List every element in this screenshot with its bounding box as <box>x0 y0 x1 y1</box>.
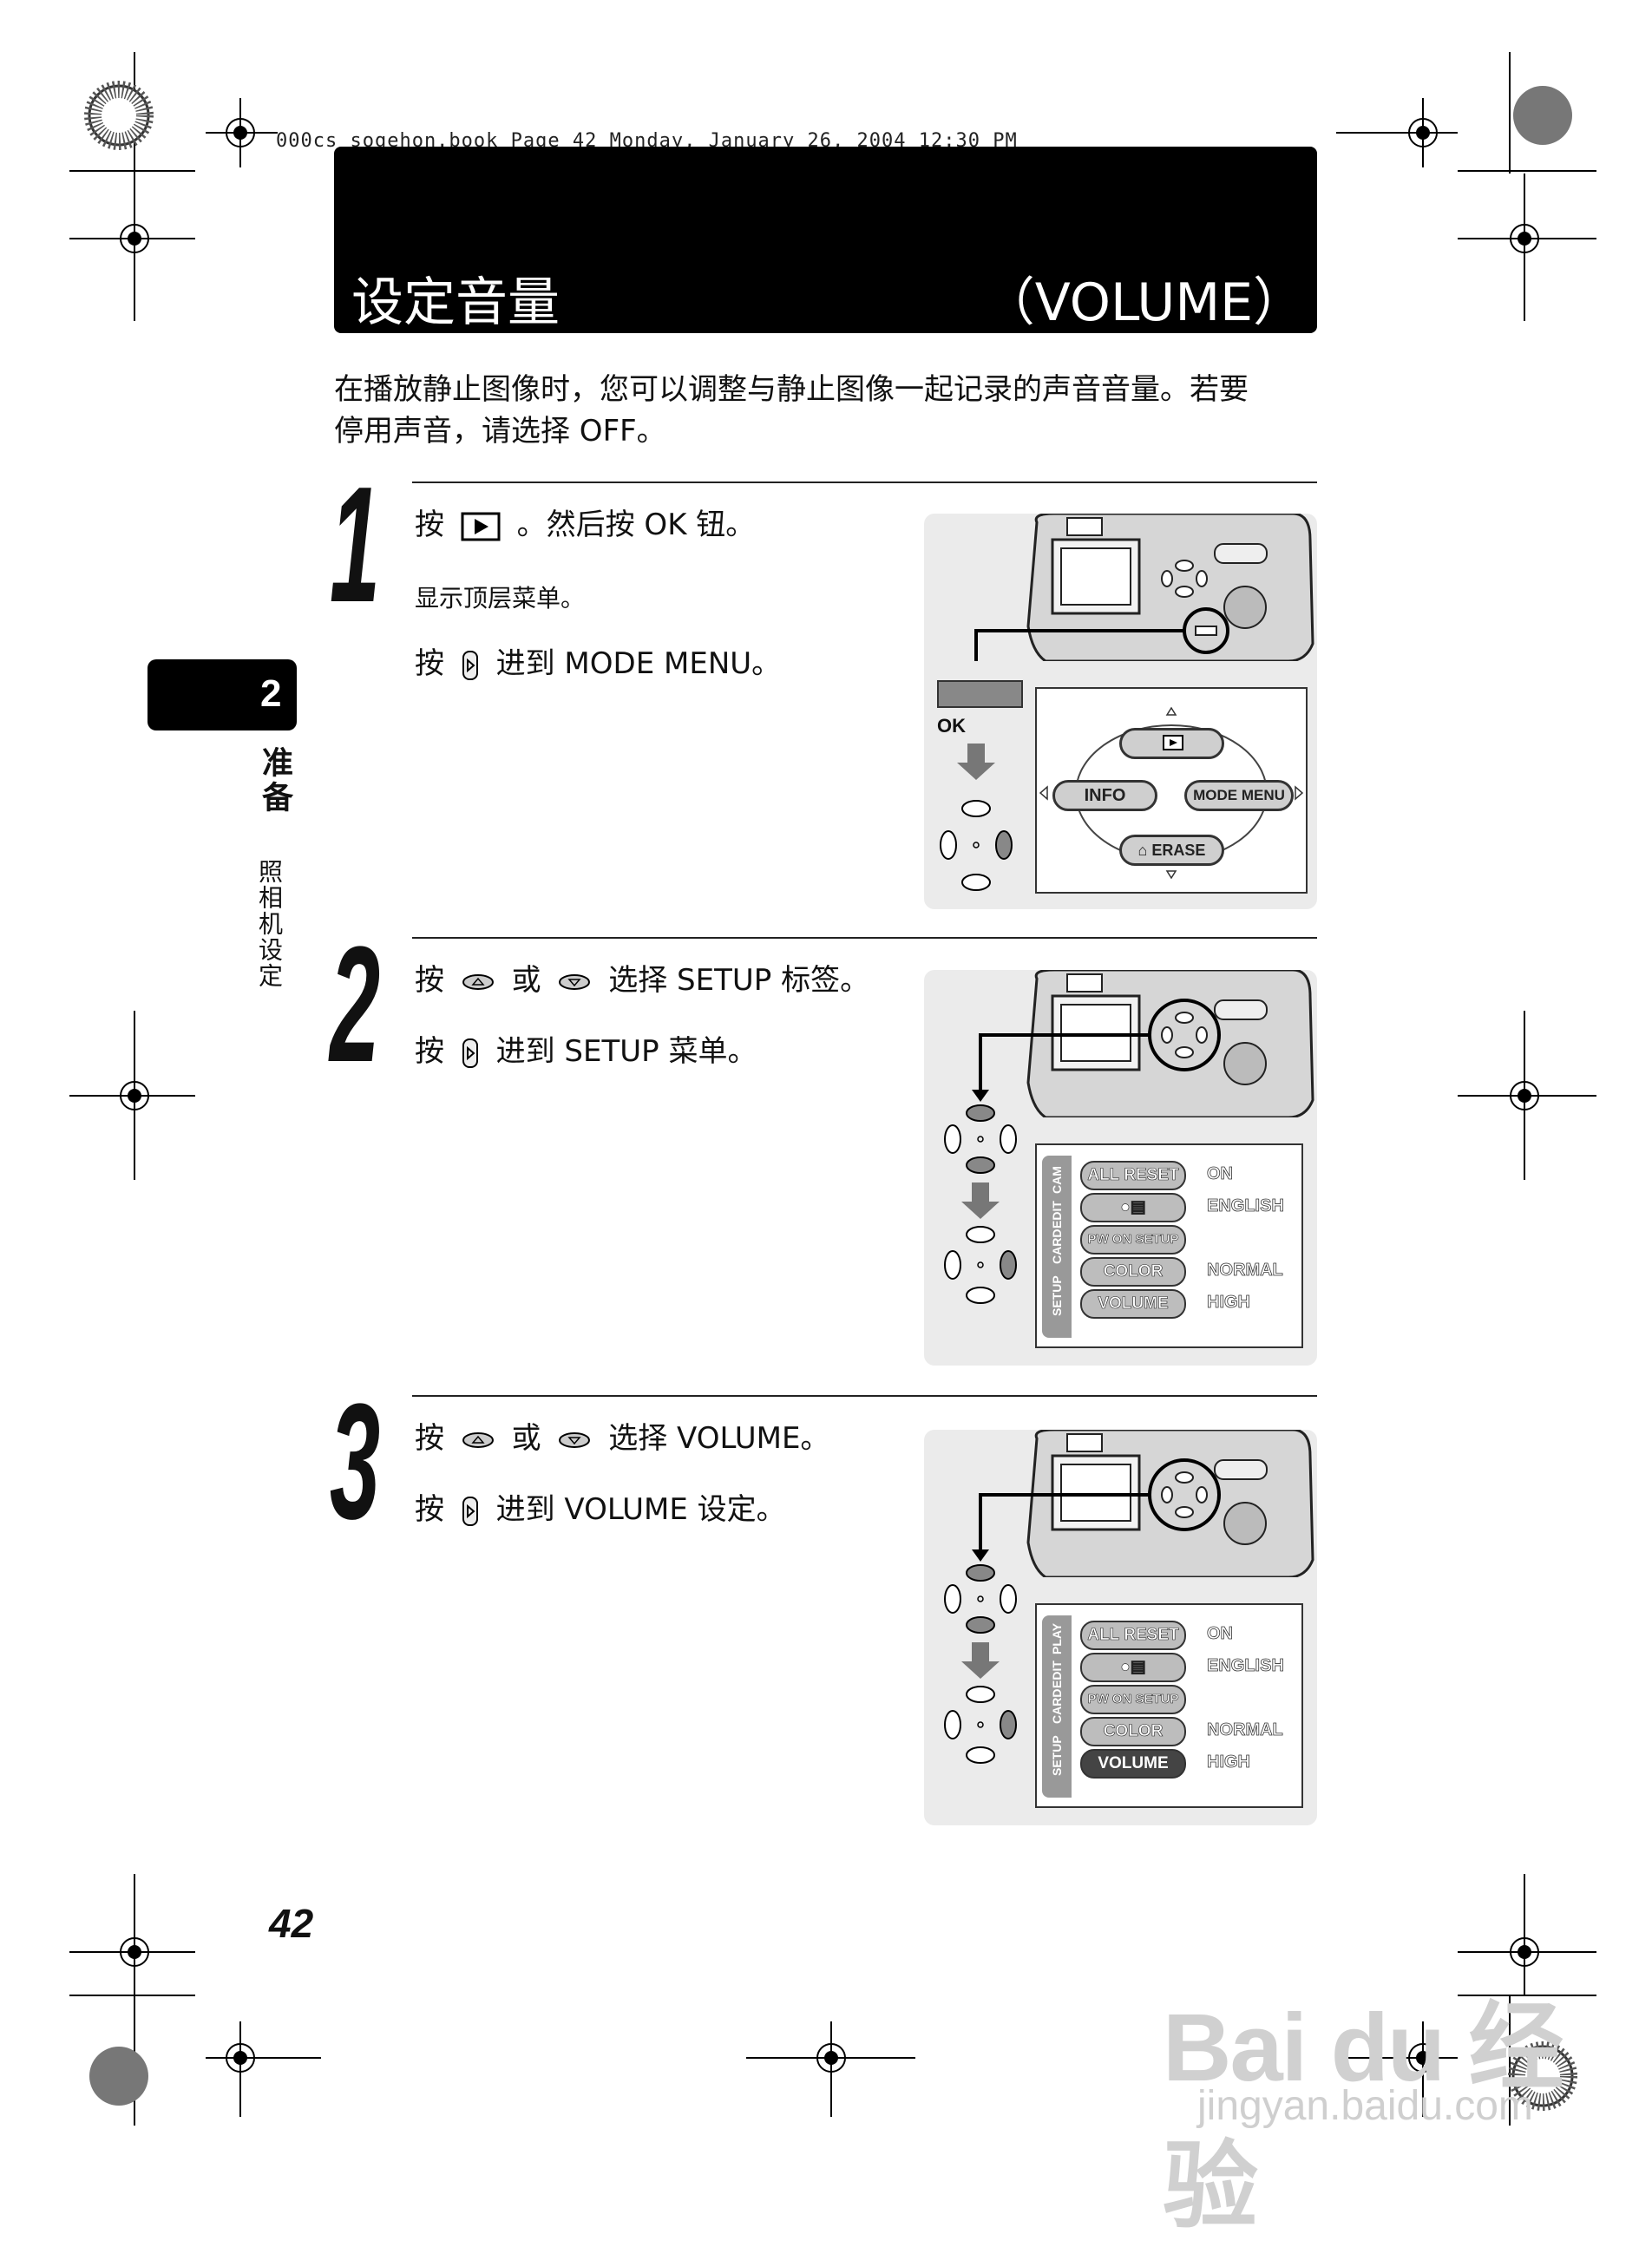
text-press: 按 <box>415 963 444 998</box>
step-3-line-1: 按 或 选择 VOLUME。 <box>415 1421 829 1456</box>
text-press: 按 <box>415 1034 444 1069</box>
right-arrow-button-icon <box>462 1496 478 1526</box>
menu-item-pw-on-setup[interactable]: PW ON SETUP <box>1080 1225 1186 1255</box>
right-arrow-button-icon <box>462 1038 478 1068</box>
step-1-result: 显示顶层菜单。 <box>415 584 586 613</box>
step-1-illustration: OK INFO MODE MENU ⌂ ERASE <box>924 514 1317 909</box>
step-1-instruction: 。然后按 OK 钮。 <box>516 508 756 542</box>
chapter-tab <box>148 659 297 730</box>
camera-back-icon <box>972 970 1314 1117</box>
page-title-english: （VOLUME） <box>982 272 1305 333</box>
menu-value-language: ENGLISH <box>1207 1656 1285 1676</box>
menu-value-volume: HIGH <box>1207 1752 1251 1772</box>
camera-back-icon <box>974 514 1314 661</box>
chapter-number: 2 <box>260 672 282 715</box>
menu-item-color[interactable]: COLOR <box>1080 1257 1186 1287</box>
menu-item-language[interactable]: ●▤ <box>1080 1653 1186 1682</box>
erase-icon: ⌂ <box>1137 842 1152 859</box>
menu-value-all-reset: ON <box>1207 1624 1234 1644</box>
dpad-sequence-icon <box>944 1104 1017 1304</box>
setup-menu-screen: SETUP CARD EDIT PLAY ALL RESET ON ●▤ ENG… <box>1035 1603 1303 1808</box>
text-press: 按 <box>415 646 444 681</box>
tab-card[interactable]: CARD <box>1050 1688 1064 1724</box>
step-number: 3 <box>330 1370 381 1554</box>
menu-value-color: NORMAL <box>1207 1261 1284 1281</box>
step-2-instruction: 选择 SETUP 标签。 <box>608 963 870 998</box>
menu-item-volume[interactable]: VOLUME <box>1080 1289 1186 1319</box>
step-divider <box>412 937 1317 939</box>
menu-item-all-reset[interactable]: ALL RESET <box>1080 1161 1186 1190</box>
step-divider <box>412 1395 1317 1397</box>
down-arrow-button-icon <box>559 1431 591 1448</box>
step-1-line-1: 按 。然后按 OK 钮。 <box>415 508 755 542</box>
text-press: 按 <box>415 1421 444 1456</box>
step-divider <box>412 482 1317 483</box>
erase-label: ERASE <box>1151 842 1206 859</box>
menu-value-language: ENGLISH <box>1207 1196 1285 1216</box>
dpad-sequence-icon <box>944 1564 1017 1764</box>
ok-button-graphic <box>937 680 1023 708</box>
step-2-line-2: 按 进到 SETUP 菜单。 <box>415 1034 757 1069</box>
setup-menu-screen: SETUP CARD EDIT CAM ALL RESET ON ●▤ ENGL… <box>1035 1143 1303 1348</box>
step-3-line-2: 按 进到 VOLUME 设定。 <box>415 1492 786 1527</box>
info-menu-item[interactable]: INFO <box>1052 780 1157 811</box>
text-or: 或 <box>511 1421 541 1456</box>
step-1-line-2: 按 进到 MODE MENU。 <box>415 646 781 681</box>
step-3-illustration: SETUP CARD EDIT PLAY ALL RESET ON ●▤ ENG… <box>924 1430 1317 1825</box>
step-2-illustration: SETUP CARD EDIT CAM ALL RESET ON ●▤ ENGL… <box>924 970 1317 1366</box>
page-title: 设定音量 <box>351 272 560 333</box>
tab-card[interactable]: CARD <box>1050 1228 1064 1264</box>
menu-item-all-reset[interactable]: ALL RESET <box>1080 1621 1186 1650</box>
playback-menu-item[interactable] <box>1119 728 1224 759</box>
top-menu-screen: INFO MODE MENU ⌂ ERASE <box>1035 687 1308 894</box>
menu-item-volume-selected[interactable]: VOLUME <box>1080 1749 1186 1779</box>
intro-line-2: 停用声音，请选择 OFF。 <box>334 414 666 449</box>
language-icon: ●▤ <box>1120 1658 1146 1677</box>
title-bar <box>334 147 1317 333</box>
menu-item-color[interactable]: COLOR <box>1080 1717 1186 1746</box>
ok-label: OK <box>937 715 966 737</box>
step-2-instruction-2: 进到 SETUP 菜单。 <box>495 1034 757 1069</box>
erase-menu-item[interactable]: ⌂ ERASE <box>1119 835 1224 866</box>
step-2-line-1: 按 或 选择 SETUP 标签。 <box>415 963 869 998</box>
step-3-instruction-2: 进到 VOLUME 设定。 <box>495 1492 786 1527</box>
playback-button-icon <box>461 512 501 540</box>
menu-item-language[interactable]: ●▤ <box>1080 1193 1186 1222</box>
text-press: 按 <box>415 1492 444 1527</box>
menu-tabs: SETUP CARD EDIT PLAY <box>1042 1615 1072 1798</box>
playback-mode-icon <box>1162 735 1183 750</box>
mode-menu-item[interactable]: MODE MENU <box>1184 780 1294 811</box>
right-arrow-button-icon <box>462 650 478 680</box>
dpad-sequence-icon <box>940 744 1013 891</box>
up-arrow-button-icon <box>462 1431 494 1448</box>
crop-marks <box>69 52 1596 2126</box>
menu-value-all-reset: ON <box>1207 1164 1234 1184</box>
section-title: 照相机设定 <box>255 859 284 989</box>
tab-edit[interactable]: EDIT <box>1050 1201 1064 1228</box>
page-number: 42 <box>269 1901 314 1946</box>
down-arrow-button-icon <box>559 973 591 990</box>
tab-edit[interactable]: EDIT <box>1050 1661 1064 1688</box>
watermark-url: jingyan.baidu.com <box>1197 2083 1533 2129</box>
chapter-title: 准备 <box>257 746 292 816</box>
up-arrow-button-icon <box>462 973 494 990</box>
step-number: 2 <box>330 913 381 1097</box>
text-press: 按 <box>415 508 444 542</box>
menu-item-pw-on-setup[interactable]: PW ON SETUP <box>1080 1685 1186 1714</box>
tab-setup[interactable]: SETUP <box>1050 1735 1064 1776</box>
tab-cam[interactable]: CAM <box>1050 1166 1064 1194</box>
menu-value-color: NORMAL <box>1207 1720 1284 1740</box>
step-1-instruction-2: 进到 MODE MENU。 <box>495 646 782 681</box>
tab-setup[interactable]: SETUP <box>1050 1275 1064 1316</box>
menu-tabs: SETUP CARD EDIT CAM <box>1042 1156 1072 1338</box>
language-icon: ●▤ <box>1120 1198 1146 1217</box>
text-or: 或 <box>511 963 541 998</box>
camera-back-icon <box>972 1430 1314 1577</box>
step-number: 1 <box>330 453 381 637</box>
tab-play[interactable]: PLAY <box>1050 1622 1064 1654</box>
step-3-instruction: 选择 VOLUME。 <box>608 1421 830 1456</box>
intro-line-1: 在播放静止图像时，您可以调整与静止图像一起记录的声音音量。若要 <box>334 372 1249 407</box>
menu-value-volume: HIGH <box>1207 1293 1251 1313</box>
